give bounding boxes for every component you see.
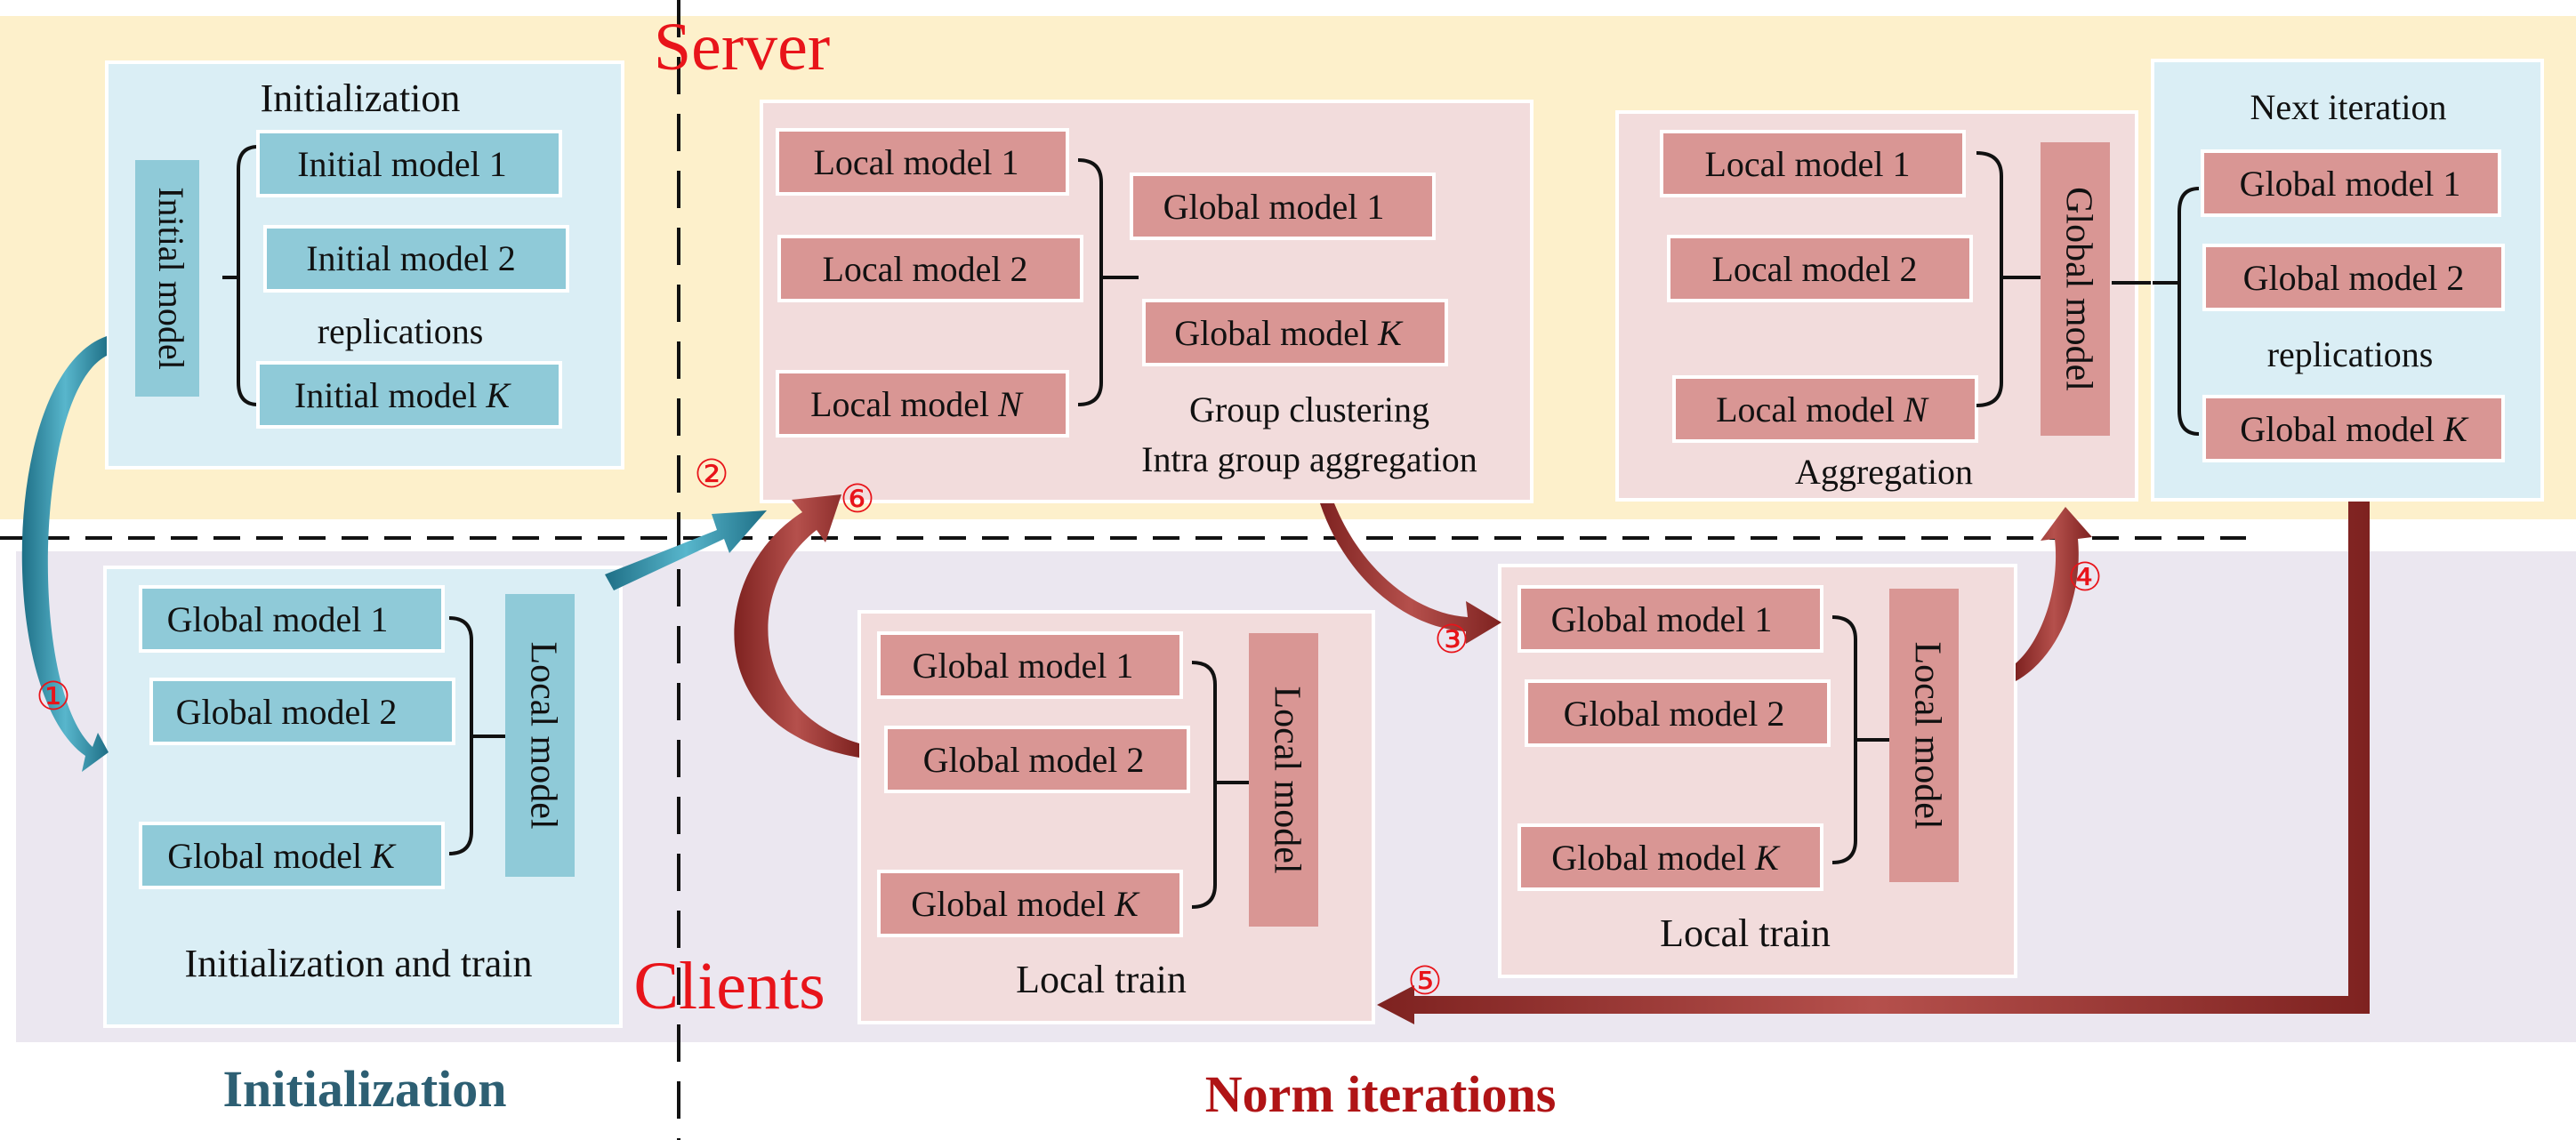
- group-local-1-box: [776, 128, 1069, 196]
- group-local-2: Local model 2: [822, 249, 1027, 289]
- group-global-k-box: [1142, 299, 1448, 366]
- group-brace: [1077, 158, 1139, 406]
- aggregation-local-2-box: [1667, 235, 1973, 302]
- init-server-vertical-label: Initial model: [151, 187, 191, 370]
- init-model-2: Initial model 2: [306, 238, 516, 278]
- group-local-n-box: [776, 370, 1069, 438]
- local-train-1-brace: [1191, 661, 1249, 909]
- next-global-k-box: [2202, 395, 2505, 462]
- group-global-k: Global model K: [1174, 313, 1404, 353]
- init-client-vertical-label: Local model: [522, 641, 563, 829]
- local-train-1-item-1-box: [877, 631, 1183, 699]
- group-local-1: Local model 1: [813, 142, 1018, 182]
- arrow-step-3: [1320, 503, 1501, 644]
- local-train-1-item-2: Global model 2: [923, 740, 1145, 780]
- next-global-2: Global model 2: [2243, 258, 2465, 298]
- init-model-k: Initial model K: [294, 375, 512, 415]
- init-client-item-1-box: [139, 585, 445, 653]
- init-model-1: Initial model 1: [297, 144, 507, 184]
- next-iteration-title: Next iteration: [2250, 87, 2446, 127]
- init-model-1-box: [256, 130, 562, 197]
- local-train-1-caption: Local train: [1016, 958, 1187, 1001]
- group-local-2-box: [777, 235, 1083, 302]
- init-client-item-k-box: [139, 822, 445, 889]
- local-train-2-brace: [1831, 615, 1889, 864]
- init-server-title: Initialization: [261, 76, 461, 120]
- step-5-label: ⑤: [1407, 959, 1442, 1004]
- step-3-label: ③: [1434, 617, 1469, 662]
- step-2-label: ②: [694, 452, 729, 497]
- init-client-vertical-box: [505, 594, 575, 877]
- norm-iterations-label: Norm iterations: [1205, 1065, 1557, 1123]
- group-caption-line2: Intra group aggregation: [1141, 439, 1477, 479]
- init-client-item-2-box: [149, 678, 455, 745]
- local-train-1-item-k-box: [877, 870, 1183, 937]
- init-client-item-1: Global model 1: [167, 599, 389, 639]
- local-train-1-item-k: Global model K: [911, 884, 1140, 924]
- step-4-label: ④: [2067, 555, 2102, 600]
- init-model-2-box: [263, 225, 569, 293]
- aggregation-local-1-box: [1660, 130, 1966, 197]
- aggregation-brace: [1976, 151, 2041, 407]
- local-train-2-vertical-box: [1889, 589, 1959, 882]
- group-global-1: Global model 1: [1163, 187, 1385, 227]
- next-global-k: Global model K: [2240, 409, 2469, 449]
- aggregation-vertical-label: Global model: [2057, 187, 2098, 391]
- clients-label: Clients: [633, 949, 825, 1024]
- init-server-brace: [222, 145, 259, 406]
- init-server-vertical-box: [135, 160, 199, 397]
- local-train-2-caption: Local train: [1660, 911, 1831, 955]
- server-label: Server: [654, 10, 830, 84]
- local-train-1-vertical-box: [1249, 633, 1318, 927]
- arrow-step-2: [605, 510, 767, 590]
- local-train-1-item-1: Global model 1: [913, 646, 1134, 686]
- group-caption-line1: Group clustering: [1189, 389, 1429, 430]
- aggregation-local-1: Local model 1: [1704, 144, 1910, 184]
- arrow-step-1: [21, 336, 109, 772]
- local-train-2-item-k-box: [1517, 823, 1823, 891]
- aggregation-caption: Aggregation: [1795, 452, 1973, 492]
- init-client-caption: Initialization and train: [185, 942, 533, 985]
- aggregation-vertical-box: [2041, 142, 2110, 436]
- init-client-brace: [448, 616, 505, 855]
- next-global-1-box: [2201, 149, 2501, 217]
- aggregation-local-n-box: [1672, 375, 1978, 443]
- local-train-1-item-2-box: [884, 726, 1190, 793]
- next-iteration-replications: replications: [2267, 334, 2434, 374]
- local-train-2-item-1: Global model 1: [1551, 599, 1773, 639]
- group-global-1-box: [1130, 173, 1436, 240]
- group-local-n: Local model N: [810, 384, 1024, 424]
- init-server-replications: replications: [318, 311, 484, 351]
- next-iteration-brace: [2153, 187, 2200, 436]
- step-6-label: ⑥: [840, 477, 874, 522]
- next-global-1: Global model 1: [2240, 164, 2461, 204]
- aggregation-local-n: Local model N: [1716, 389, 1929, 430]
- arrow-step-6: [734, 494, 859, 758]
- local-train-2-item-1-box: [1517, 585, 1823, 653]
- init-client-item-2: Global model 2: [176, 692, 398, 732]
- init-model-k-box: [256, 361, 562, 429]
- local-train-2-item-2: Global model 2: [1564, 694, 1785, 734]
- next-global-2-box: [2202, 244, 2505, 311]
- arrow-step-4: [2016, 507, 2092, 681]
- local-train-2-item-k: Global model K: [1551, 838, 1781, 878]
- aggregation-local-2: Local model 2: [1711, 249, 1917, 289]
- local-train-1-vertical-label: Local model: [1266, 686, 1307, 873]
- initialization-label: Initialization: [222, 1060, 506, 1118]
- init-client-item-k: Global model K: [167, 836, 397, 876]
- local-train-2-item-2-box: [1525, 679, 1831, 747]
- step-1-label: ①: [36, 674, 70, 719]
- local-train-2-vertical-label: Local model: [1906, 641, 1947, 829]
